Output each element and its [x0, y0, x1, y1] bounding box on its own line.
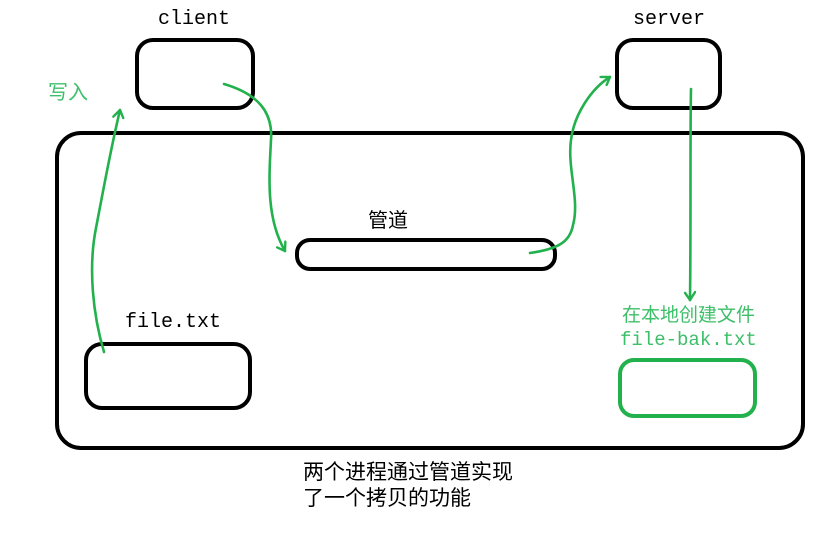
- file-txt-node-box: [84, 342, 252, 410]
- caption-line-1: 两个进程通过管道实现: [303, 460, 513, 484]
- create-local-file-note: 在本地创建文件: [622, 304, 756, 326]
- process-boundary-box: [55, 131, 805, 450]
- file-txt-label: file.txt: [125, 311, 222, 334]
- write-annotation-label: 写入: [48, 80, 88, 104]
- file-bak-txt-label: file-bak.txt: [620, 329, 757, 351]
- client-label: client: [158, 8, 231, 31]
- diagram-caption: 两个进程通过管道实现 了一个拷贝的功能: [303, 459, 513, 511]
- server-node-box: [615, 38, 722, 110]
- caption-line-2: 了一个拷贝的功能: [303, 486, 471, 510]
- file-bak-node-box: [618, 358, 757, 418]
- pipe-label: 管道: [368, 208, 408, 232]
- server-label: server: [633, 8, 706, 31]
- pipe-node-box: [295, 238, 557, 271]
- client-node-box: [135, 38, 255, 110]
